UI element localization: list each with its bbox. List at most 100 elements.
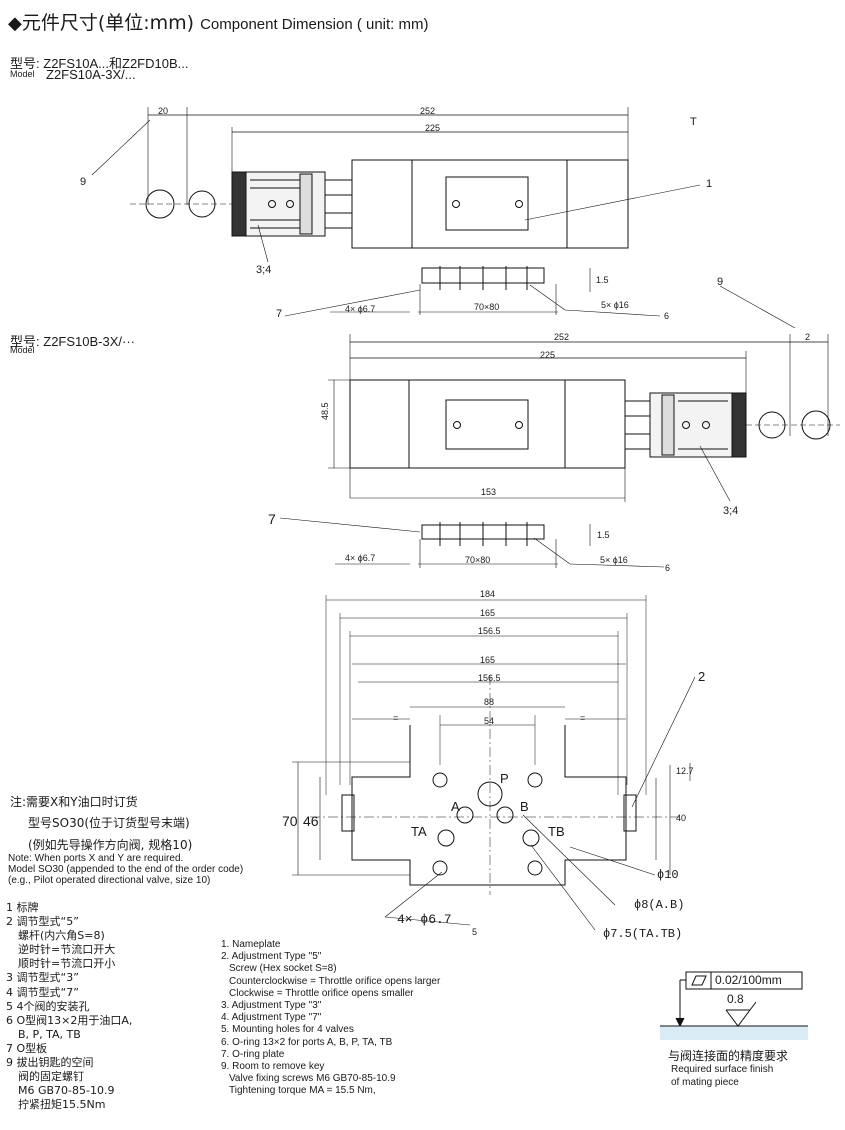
- note-zh-1: 注:需要X和Y油口时订货: [10, 795, 138, 809]
- legend-en-item: 3. Adjustment Type "3": [221, 1000, 322, 1012]
- v1-ref-9: 9: [80, 176, 87, 188]
- legend-zh-item: 7 O型板: [6, 1041, 48, 1055]
- surface-en-2: of mating piece: [671, 1077, 739, 1088]
- v3-ref-5: 5: [472, 927, 478, 937]
- surface-zh: 与阀连接面的精度要求: [668, 1049, 789, 1063]
- v3-dim-54: 54: [484, 716, 495, 726]
- v3-d8: ϕ8(A.B): [634, 898, 685, 912]
- p2-orings: 5× ϕ16: [600, 555, 628, 565]
- legend-zh-item: 6 O型阀13×2用于油口A,: [6, 1013, 133, 1027]
- v2-dim-252: 252: [554, 332, 570, 342]
- p2-thick: 1.5: [597, 530, 610, 540]
- v3-h40: 40: [676, 813, 687, 823]
- v3-dim-184: 184: [480, 589, 496, 599]
- v3-h70: 70: [282, 813, 298, 829]
- legend-en-item: Counterclockwise = Throttle orifice open…: [229, 975, 441, 987]
- legend-zh-item: B, P, TA, TB: [18, 1027, 81, 1041]
- surface-en-1: Required surface finish: [671, 1064, 774, 1075]
- p1-ref-7: 7: [276, 308, 283, 320]
- v1-ref-34: 3;4: [256, 264, 272, 276]
- v3-eq-left: =: [393, 713, 399, 723]
- v3-d10: ϕ10: [657, 868, 679, 882]
- legend-zh-item: 顺时针=节流口开小: [18, 957, 116, 971]
- p1-thick: 1.5: [596, 275, 609, 285]
- legend-en-item: Screw (Hex socket S=8): [229, 963, 337, 975]
- v3-holes: 4× ϕ6.7: [397, 912, 452, 927]
- v3-dim-165b: 165: [480, 655, 496, 665]
- legend-zh-item: 阀的固定螺钉: [18, 1070, 84, 1084]
- v1-dim-20: 20: [158, 106, 169, 116]
- note-zh-2: 型号SO30(位于订货型号末端): [28, 816, 190, 830]
- p2-pitch: 70×80: [465, 555, 491, 565]
- v3-h127: 12.7: [676, 766, 694, 776]
- p1-orings: 5× ϕ16: [601, 300, 629, 310]
- title-en: Component Dimension ( unit: mm): [200, 16, 429, 33]
- p1-ref-6: 6: [664, 311, 670, 321]
- legend-zh-item: 5 4个阀的安装孔: [6, 999, 90, 1013]
- model1-line1: Z2FS10A...和Z2FD10B...: [43, 56, 189, 71]
- legend-en-item: 7. O-ring plate: [221, 1048, 285, 1060]
- model1-model-word: Model: [10, 69, 35, 79]
- v3-dim-165a: 165: [480, 608, 496, 618]
- title-marker: ◆: [8, 13, 22, 34]
- v2-dim-2: 2: [805, 332, 811, 342]
- p1-holes: 4× ϕ6.7: [345, 304, 376, 314]
- legend-zh-item: 4 调节型式“7”: [6, 985, 79, 999]
- v3-eq-right: =: [580, 713, 586, 723]
- legend-zh-item: 3 调节型式“3”: [6, 971, 79, 985]
- legend-en-item: Valve fixing screws M6 GB70-85-10.9: [229, 1073, 396, 1085]
- legend-en-item: 2. Adjustment Type "5": [221, 951, 322, 963]
- legend-zh-item: 2 调节型式“5”: [6, 915, 79, 929]
- v2-height: 48.5: [320, 402, 330, 420]
- legend-en-item: 1. Nameplate: [221, 939, 281, 950]
- v1-ref-1: 1: [706, 178, 713, 190]
- v1-t-label: T: [690, 116, 697, 128]
- p2-ref-7: 7: [268, 511, 276, 527]
- model2-label: 型号: Z2FS10B-3X/···: [10, 334, 135, 349]
- p2-holes: 4× ϕ6.7: [345, 553, 376, 563]
- v2-dim-225: 225: [540, 350, 556, 360]
- note-en-2: Model SO30 (appended to the end of the o…: [8, 864, 244, 875]
- model2-line1: Z2FS10B-3X/···: [43, 334, 135, 349]
- port-b: B: [520, 799, 529, 814]
- v2-ref-9: 9: [717, 276, 724, 288]
- legend-en-item: 4. Adjustment Type "7": [221, 1012, 322, 1024]
- legend-en-item: Tightening torque MA = 15.5 Nm,: [229, 1085, 376, 1097]
- page-title: ◆元件尺寸(单位:mm) Component Dimension ( unit: …: [8, 8, 429, 35]
- surface-finish-symbol: [660, 971, 808, 1040]
- note-en-1: Note: When ports X and Y are required.: [8, 853, 184, 864]
- v3-h46: 46: [303, 813, 319, 829]
- legend-en-item: Clockwise = Throttle orifice opens small…: [229, 987, 414, 999]
- legend-en-item: 5. Mounting holes for 4 valves: [221, 1024, 354, 1036]
- legend-zh-item: 9 拔出钥匙的空间: [6, 1056, 94, 1070]
- model1-label: 型号: Z2FS10A...和Z2FD10B...: [10, 56, 189, 71]
- surface-roughness: 0.8: [727, 992, 744, 1006]
- note-en-3: (e.g., Pilot operated directional valve,…: [8, 875, 211, 886]
- legend-zh-item: M6 GB70-85-10.9: [18, 1084, 115, 1098]
- port-tb: TB: [548, 824, 565, 839]
- surface-flatness: 0.02/100mm: [715, 973, 782, 987]
- v3-dim-1565b: 156.5: [478, 673, 501, 683]
- legend-en: 1. Nameplate 2. Adjustment Type "5" Scre…: [221, 939, 440, 1098]
- p2-ref-6: 6: [665, 563, 671, 573]
- legend-zh-item: 拧紧扭矩15.5Nm: [18, 1098, 106, 1112]
- legend-zh-item: 逆时针=节流口开大: [18, 943, 116, 957]
- v2-length: 153: [481, 487, 497, 497]
- note-zh-3: (例如先导操作方向阀, 规格10): [28, 838, 193, 852]
- view3-drawing: [292, 595, 696, 931]
- legend-zh-item: 螺杆(内六角S=8): [18, 929, 105, 943]
- legend-zh-item: 1 标牌: [6, 901, 39, 914]
- view2-drawing: [279, 285, 840, 568]
- model2-model-word: Model: [10, 345, 35, 355]
- v1-dim-225: 225: [425, 123, 441, 133]
- view1-drawing: [91, 107, 701, 317]
- legend-en-item: 9. Room to remove key: [221, 1061, 325, 1073]
- p1-pitch: 70×80: [474, 302, 500, 312]
- v3-dim-88: 88: [484, 697, 495, 707]
- v3-ref-2: 2: [698, 669, 706, 684]
- v2-ref-34: 3;4: [723, 505, 739, 517]
- v3-d75: ϕ7.5(TA.TB): [603, 927, 683, 941]
- v1-dim-252: 252: [420, 106, 436, 116]
- model1-line2: Z2FS10A-3X/...: [46, 67, 136, 82]
- title-zh: 元件尺寸(单位:mm): [21, 12, 195, 34]
